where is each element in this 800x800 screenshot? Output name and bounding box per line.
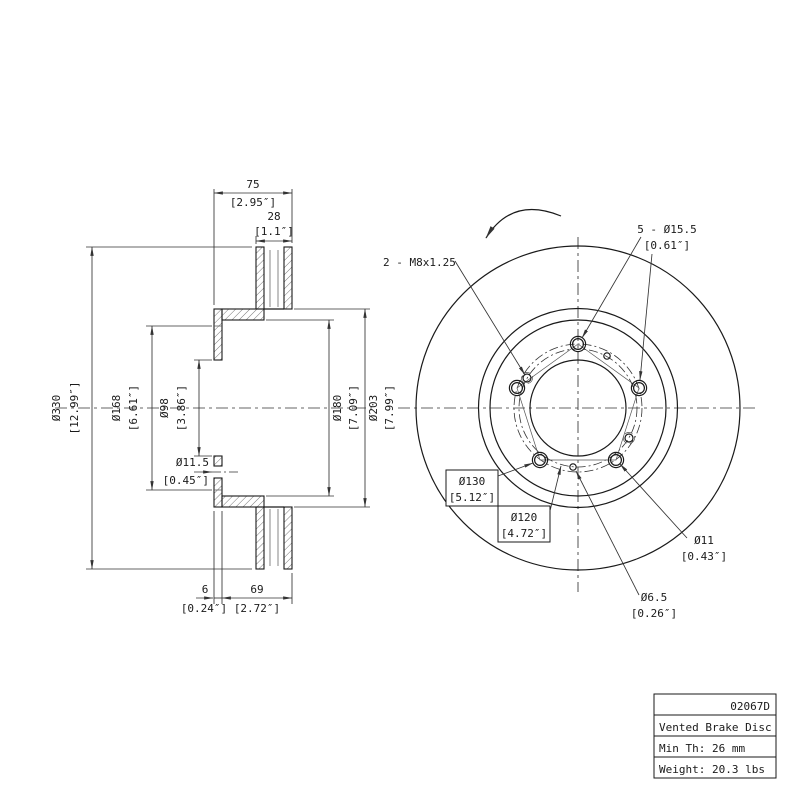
ext-lines-168 (146, 325, 212, 491)
dim-flange-in: [0.24″] (181, 602, 227, 615)
hat-inner-circle (489, 319, 667, 497)
friction-plate (283, 506, 293, 570)
dim-hat-outer-in: [7.99″] (383, 385, 396, 431)
dim-outer-dia-mm: Ø330 (50, 395, 63, 422)
callout-lug-mm: 5 - Ø15.5 (637, 223, 697, 236)
dim-hat-inner-mm: Ø180 (331, 395, 344, 422)
leader-hole11 (619, 463, 688, 539)
min-thickness: Min Th: 26 mm (659, 742, 745, 755)
lug-holes (508, 335, 648, 469)
leader-bc2 (549, 465, 562, 512)
flange-step-lines (214, 325, 222, 491)
callout-lug-in: [0.61″] (644, 239, 690, 252)
dim-thickness-mm: 28 (267, 210, 280, 223)
dim-thickness-in: [1.1″] (254, 225, 294, 238)
callout-box-130 (445, 469, 499, 507)
friction-plate (255, 506, 265, 570)
dim-width-mm: 75 (246, 178, 259, 191)
ext-lines-330 (86, 246, 252, 570)
callout-bc2-in: [4.72″] (501, 527, 547, 540)
leader-lug-1 (581, 236, 642, 339)
callout-bc2-mm: Ø120 (511, 511, 538, 524)
callout-bc1-mm: Ø130 (459, 475, 486, 488)
dim-offset-in: [2.72″] (234, 602, 280, 615)
callout-thread: 2 - M8x1.25 (383, 256, 456, 269)
dim-bolt-hole-mm: Ø11.5 (176, 456, 209, 469)
center-bore-circle (529, 359, 627, 457)
callout-hole65-mm: Ø6.5 (641, 591, 668, 604)
hub-pentagon (516, 343, 640, 461)
small-holes (569, 352, 611, 471)
ext-lines-98 (194, 359, 212, 457)
vane-lines (269, 509, 279, 566)
ext-lines-203 (294, 308, 370, 508)
hat-flange (213, 455, 223, 467)
dim-hat-step-in: [6.61″] (127, 385, 140, 431)
hat-outer-circle (477, 307, 679, 509)
dim-offset-mm: 69 (250, 583, 263, 596)
dim-bore-in: [3.86″] (175, 385, 188, 431)
hat-wall (221, 308, 265, 321)
title-block-rows (654, 714, 776, 758)
leader-bc1 (497, 462, 534, 477)
hat-wall (221, 495, 265, 508)
leader-lug-2 (639, 253, 653, 381)
vane-lines (269, 250, 279, 307)
dim-width-in: [2.95″] (230, 196, 276, 209)
weight: Weight: 20.3 lbs (659, 763, 765, 776)
callout-hole11-mm: Ø11 (694, 534, 714, 547)
dim-hat-step-mm: Ø168 (110, 395, 123, 422)
dim-bolt-hole-in: [0.45″] (163, 474, 209, 487)
dim-bore-mm: Ø98 (158, 398, 171, 418)
title-block: 02067D Vented Brake Disc Min Th: 26 mm W… (653, 693, 777, 779)
callout-box-120 (497, 505, 551, 543)
callout-hole11-in: [0.43″] (681, 550, 727, 563)
hat-flange (213, 477, 223, 508)
product-name: Vented Brake Disc (659, 721, 772, 734)
ext-lines-180 (266, 319, 334, 497)
friction-plate (283, 246, 293, 310)
m8-holes (521, 372, 635, 444)
front-view: 2 - M8x1.25 5 - Ø15.5 [0.61″] Ø130 [5.12… (383, 208, 758, 620)
dim-outer-dia-in: [12.99″] (68, 382, 81, 435)
hat-flange (213, 308, 223, 361)
section-view: 75 [2.95″] 28 [1.1″] Ø330 [12.99″] Ø168 … (50, 178, 396, 615)
dim-flange-mm: 6 (202, 583, 209, 596)
dim-hat-inner-in: [7.09″] (347, 385, 360, 431)
leader-thread (454, 260, 526, 376)
callout-hole65-in: [0.26″] (631, 607, 677, 620)
rotation-arrow (485, 208, 562, 239)
leader-hole65 (575, 470, 640, 596)
part-number: 02067D (730, 700, 770, 713)
outer-diameter-circle (415, 245, 741, 571)
dim-hat-outer-mm: Ø203 (367, 395, 380, 422)
friction-plate (255, 246, 265, 310)
callout-bc1-in: [5.12″] (449, 491, 495, 504)
